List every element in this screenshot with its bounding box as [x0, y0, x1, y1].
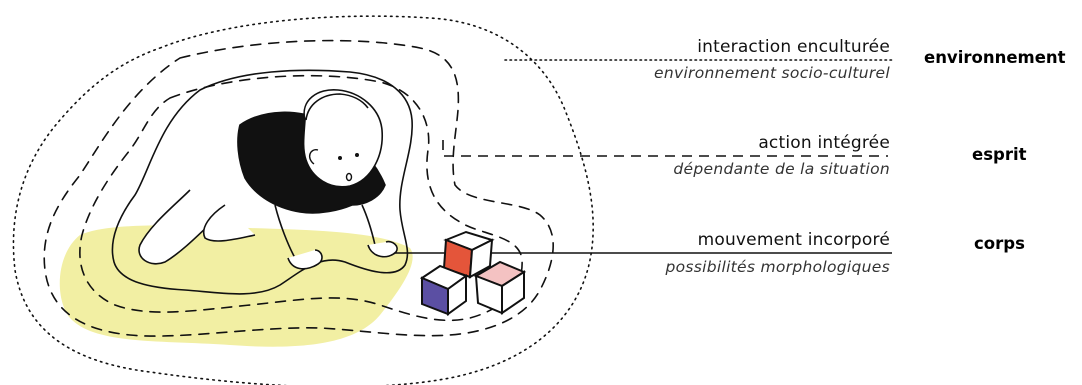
child-mouth [345, 172, 353, 182]
mind-subtitle: dépendante de la situation [673, 160, 890, 178]
cube-blue [419, 264, 469, 316]
child-eye-left [338, 156, 342, 160]
environment-title: interaction enculturée [697, 37, 890, 57]
environment-level: environnement [924, 48, 1066, 67]
mind-boundary-outer [43, 39, 554, 337]
child-leg [138, 189, 226, 265]
cube-pink [473, 260, 527, 315]
body-boundary [111, 69, 413, 295]
body-level: corps [974, 234, 1025, 253]
mind-level: esprit [972, 145, 1027, 164]
child-hair [305, 93, 369, 121]
child-head [302, 89, 383, 188]
mind-leader-line [442, 140, 888, 157]
body-title: mouvement incorporé [697, 230, 890, 250]
mind-title: action intégrée [758, 133, 890, 153]
environment-subtitle: environnement socio-culturel [654, 64, 890, 82]
environment-boundary [12, 15, 594, 385]
child-eye-right [355, 153, 359, 157]
child-ear [308, 149, 319, 165]
child-left-hand [287, 249, 323, 270]
body-subtitle: possibilités morphologiques [665, 258, 890, 276]
child-knee [203, 204, 256, 242]
cube-red [442, 230, 495, 279]
mind-boundary-inner [79, 74, 523, 322]
child-right-hand [367, 240, 398, 258]
